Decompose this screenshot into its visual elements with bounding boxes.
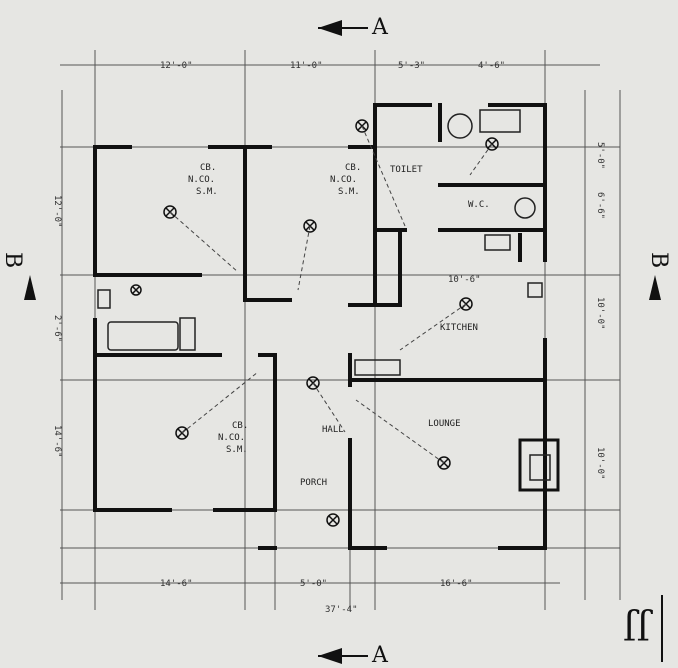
dim-bottom-1: 14'-6": [160, 579, 193, 589]
bedroom-1-label-1: CB.: [200, 163, 216, 173]
section-mark-right: B: [646, 252, 671, 268]
dim-top-1: 12'-0": [160, 61, 193, 71]
bedroom-3-label-3: S.M.: [226, 445, 248, 455]
dim-top-4: 4'-6": [478, 61, 505, 71]
dim-left-1: 12'-0": [52, 195, 62, 228]
dim-top-2: 11'-0": [290, 61, 323, 71]
section-mark-top: A: [371, 15, 389, 40]
dim-left-2: 2'-6": [52, 315, 62, 342]
porch-label: PORCH: [300, 478, 327, 488]
lounge-label: LOUNGE: [428, 419, 461, 429]
bedroom-3-label-2: N.CO.: [218, 433, 245, 443]
section-mark-bottom: A: [371, 643, 389, 668]
dim-right-2: 6'-6": [595, 192, 605, 219]
section-arrow-right-icon: [649, 275, 661, 300]
walls: [93, 103, 560, 550]
fixtures: [97, 109, 551, 481]
wiring-lines: [169, 125, 493, 464]
fireplace-icon: [529, 454, 551, 481]
dim-right-4: 10'-0": [595, 447, 605, 480]
bedroom-2-label-1: CB.: [345, 163, 361, 173]
section-marks: A A B B: [0, 15, 671, 668]
hall-label: HALL: [322, 425, 344, 435]
dim-top-3: 5'-3": [398, 61, 425, 71]
dim-right-3: 10'-0": [595, 297, 605, 330]
wc-label: W.C.: [468, 200, 490, 210]
toilet-bowl-icon: [447, 113, 473, 139]
basin-icon: [514, 197, 536, 219]
dim-right-1: 5'-0": [595, 142, 605, 169]
room-labels: CB. N.CO. S.M. CB. N.CO. S.M. CB. N.CO. …: [188, 163, 490, 488]
section-mark-left: B: [0, 252, 25, 268]
dim-kitchen-note: 10'-6": [448, 275, 481, 285]
bedroom-3-label-1: CB.: [232, 421, 248, 431]
section-arrow-left-icon: [24, 275, 36, 300]
kitchen-label: KITCHEN: [440, 323, 478, 333]
dim-bottom-2: 5'-0": [300, 579, 327, 589]
toilet-label: TOILET: [390, 165, 423, 175]
dim-overall: 37'-4": [325, 605, 358, 615]
bedroom-1-label-3: S.M.: [196, 187, 218, 197]
dim-left-3: 14'-6": [52, 425, 62, 458]
bedroom-2-label-3: S.M.: [338, 187, 360, 197]
bathtub-icon: [107, 321, 179, 351]
bedroom-1-label-2: N.CO.: [188, 175, 215, 185]
dim-bottom-3: 16'-6": [440, 579, 473, 589]
dimension-labels: 12'-0" 11'-0" 5'-3" 4'-6" 14'-6" 5'-0" 1…: [52, 61, 605, 615]
bedroom-2-label-2: N.CO.: [330, 175, 357, 185]
corner-mark: JJ: [623, 607, 653, 647]
